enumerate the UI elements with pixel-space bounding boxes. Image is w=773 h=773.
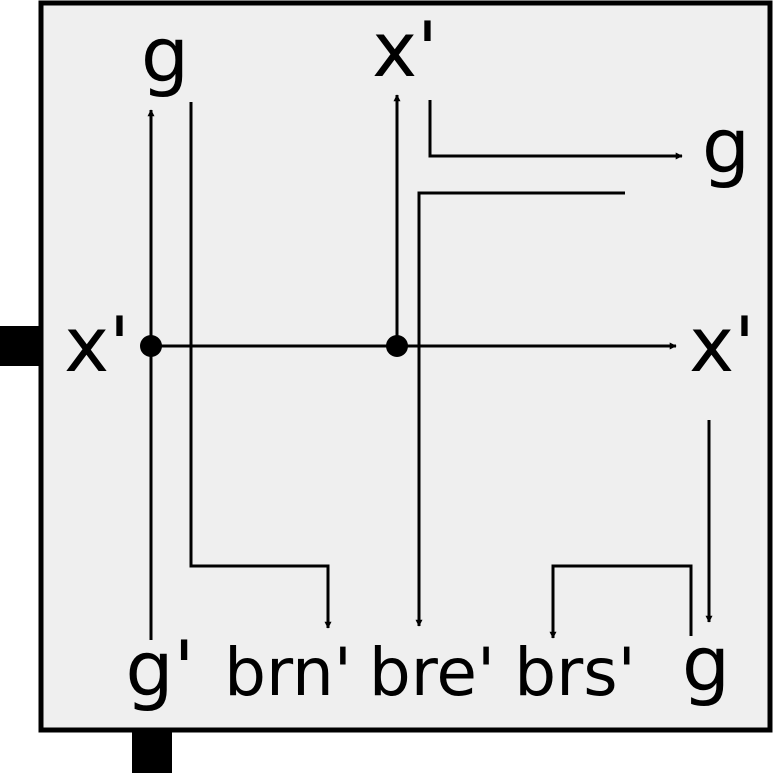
- label-bottom-bre: bre': [369, 634, 495, 711]
- label-top-mid-x: x': [372, 5, 438, 94]
- label-right-x: x': [689, 300, 755, 389]
- label-bottom-brn: brn': [224, 634, 352, 711]
- junction-mid: [386, 335, 408, 357]
- label-top-left-g: g: [141, 10, 189, 99]
- outer-box: [38, 0, 773, 733]
- label-bottom-g-prime: g': [125, 624, 194, 713]
- wire-top-x-to-g: [428, 100, 683, 160]
- left-port: [0, 326, 41, 366]
- wire-to-bre: [415, 191, 625, 627]
- wire-to-brs: [549, 564, 693, 639]
- label-right-top-g: g: [702, 101, 750, 190]
- label-left-x: x': [64, 300, 130, 389]
- wire-to-brn: [189, 102, 332, 629]
- label-bottom-right-g: g: [682, 619, 730, 708]
- bottom-port: [132, 730, 172, 773]
- label-bottom-brs: brs': [514, 634, 636, 711]
- junction-left: [140, 335, 162, 357]
